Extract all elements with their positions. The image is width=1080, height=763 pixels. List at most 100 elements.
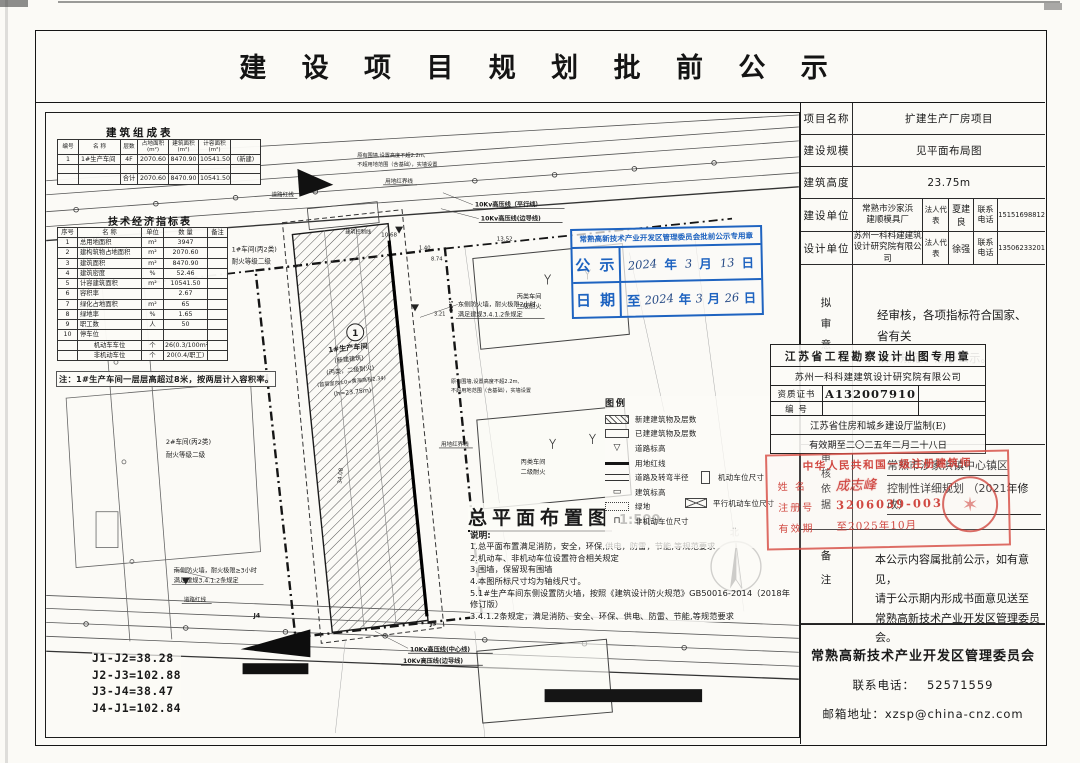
tel-number: 13506233201 — [998, 244, 1046, 252]
svg-text:10Kv高压线(中心线): 10Kv高压线(中心线) — [410, 645, 470, 653]
road-bar-right — [544, 689, 703, 703]
legend-car-parking-icon — [701, 470, 710, 484]
rep-label: 法人代表 — [923, 232, 950, 264]
svg-text:建筑控制线: 建筑控制线 — [345, 228, 371, 236]
legend-parallel-parking-icon — [685, 498, 707, 509]
scan-artifact — [58, 1, 1060, 3]
svg-text:不超用地范围（含基础），实墙设置: 不超用地范围（含基础），实墙设置 — [357, 160, 437, 168]
row-building-height: 建筑高度 23.75m — [801, 167, 1045, 199]
legend-label: 平行机动车位尺寸 — [713, 498, 775, 508]
building-table-title: 建筑组成表 — [106, 127, 174, 139]
elevation-marks — [181, 226, 420, 585]
svg-text:用地红界线: 用地红界线 — [385, 177, 413, 185]
row-designer: 设计单位 苏州一科科建建筑 设计研究院有限公司 法人代表 徐强 联系 电话 13… — [801, 231, 1046, 265]
svg-text:J3: J3 — [429, 620, 437, 627]
svg-text:10Kv高压线(边导线): 10Kv高压线(边导线) — [403, 657, 463, 665]
note-line: 1.总平面布置满足消防，安全，环保,供电，防雷，节能,等规范要求 — [470, 541, 716, 551]
svg-text:8.74: 8.74 — [431, 257, 443, 263]
seal-name: 成志峰 — [835, 477, 877, 495]
rep-name: 夏建良 — [949, 199, 974, 231]
authority-name: 常熟高新技术产业开发区管理委员会 — [810, 649, 1035, 664]
svg-text:不超用地范围（含基础），实墙设置: 不超用地范围（含基础），实墙设置 — [451, 386, 531, 394]
road-arrow-bottom — [240, 629, 311, 658]
tel-label: 联系 电话 — [974, 232, 999, 264]
basis-line: 常熟市沙家浜镇中心镇区 — [887, 457, 1008, 476]
seal-line: 江苏省住房和城乡建设厅监制(E) — [771, 416, 985, 435]
scan-artifact — [5, 0, 8, 763]
seal-line: 江苏省工程勘察设计出图专用章 — [771, 345, 985, 367]
scan-artifact — [1044, 3, 1062, 10]
stamp-label: 公 示 — [572, 247, 622, 282]
east-firewall-line — [387, 240, 429, 617]
title-divider — [35, 102, 1045, 103]
basis-line: 控制性详细规划 （2021年修改） — [887, 480, 1041, 515]
legend-label: 建筑标高 — [635, 487, 666, 497]
boundary-length: J3-J4=38.47 — [92, 684, 174, 699]
builder-name: 常熟市沙家浜 建顺模具厂 — [853, 199, 924, 231]
plan-title: 总平面布置图 — [468, 507, 613, 532]
svg-text:二级耐火: 二级耐火 — [517, 302, 542, 310]
notes-title: 说明: — [470, 531, 491, 541]
designer-name: 苏州一科科建建筑 设计研究院有限公司 — [853, 231, 924, 264]
svg-text:南侧防火墙，耐火极限≥3小时: 南侧防火墙，耐火极限≥3小时 — [174, 567, 257, 575]
field-label: 建设规模 — [801, 135, 853, 166]
rep-label: 法人代表 — [923, 199, 950, 231]
svg-text:耐火等级二级: 耐火等级二级 — [166, 450, 206, 459]
legend-label: 非机动车位尺寸 — [635, 516, 689, 526]
site-plan-drawing: 1 1#生产车间 (新建建筑) (丙类，二级耐火) (首层室内±0=黄海高程2.… — [46, 114, 799, 737]
legend-label: 用地红线 — [635, 458, 666, 468]
row-review-basis: 审 核 依 据 常熟市沙家浜镇中心镇区 控制性详细规划 （2021年修改） — [801, 445, 1045, 530]
svg-text:耐火等级二级: 耐火等级二级 — [232, 257, 272, 266]
legend-bike-parking-icon: ⊓ — [613, 516, 621, 527]
scan-artifact — [0, 0, 28, 7]
road-bar-bottom — [242, 663, 309, 675]
site-plan-area: 1 1#生产车间 (新建建筑) (丙类，二级耐火) (首层室内±0=黄海高程2.… — [45, 112, 800, 738]
field-label: 项目名称 — [801, 103, 853, 134]
legend-road-radius-icon — [605, 474, 629, 482]
leader-lines — [173, 192, 479, 649]
indicator-table-title: 技术经济指标表 — [108, 217, 192, 228]
svg-text:1#生产车间: 1#生产车间 — [328, 341, 368, 354]
svg-text:东侧防火墙，耐火极限2小时: 东侧防火墙，耐火极限2小时 — [458, 300, 536, 308]
boundary-lengths: J1-J2=38.28 J2-J3=102.88 J3-J4=38.47 J4-… — [92, 650, 182, 717]
building-annex-outline — [306, 201, 380, 231]
note-line: 4.本图所标尺寸均为轴线尺寸。 — [470, 575, 586, 586]
svg-text:满足建规3.4.1.2条规定: 满足建规3.4.1.2条规定 — [174, 576, 239, 584]
legend: 图例 新建建筑物及层数 已建建筑物及层数 ▽道路标高 用地红线 道路及转弯半径 … — [605, 396, 793, 548]
building-number-circle — [346, 323, 365, 342]
row-build-scale: 建设规模 见平面布局图 — [801, 135, 1045, 167]
svg-text:13.52: 13.52 — [497, 237, 513, 243]
field-label: 设计单位 — [801, 232, 853, 264]
seal-reg-no: 3206039-003 — [835, 495, 944, 513]
indicator-note: 注：1#生产车间一层层高超过8米，按两层计入容积率。 — [56, 371, 277, 387]
tel-number: 15151698812 — [998, 211, 1046, 219]
seal-line: 苏州一科科建建筑设计研究院有限公司 — [771, 367, 985, 386]
svg-text:J4: J4 — [253, 612, 261, 619]
field-label: 建设单位 — [801, 199, 853, 231]
field-label: 审 核 依 据 — [801, 445, 853, 529]
row-remark: 备 注 本公示内容属批前公示，如有意见， 请于公示期内形成书面意见送至 常熟高新… — [801, 530, 1045, 644]
cert-number: A132007910 — [823, 386, 919, 401]
page-title: 建 设 项 目 规 划 批 前 公 示 — [239, 53, 841, 84]
svg-text:满足建规3.4.1.2条规定: 满足建规3.4.1.2条规定 — [458, 310, 523, 318]
panel-footer: 常熟高新技术产业开发区管理委员会 联系电话：52571559 邮箱地址：xzsp… — [801, 624, 1045, 743]
boundary-length: J4-J1=102.84 — [92, 701, 182, 716]
legend-red-line-icon — [605, 461, 629, 465]
rep-name: 徐强 — [949, 232, 974, 264]
svg-text:3.21: 3.21 — [434, 311, 446, 317]
boundary-length: J1-J2=38.28 — [92, 651, 174, 665]
svg-text:丙类车间: 丙类车间 — [521, 458, 546, 466]
building-grid-lines — [324, 227, 397, 629]
legend-label: 机动车位尺寸 — [718, 472, 765, 482]
table-header-row: 编号名 称 层数占地面积 (m²) 建筑面积 (m²)计容面积 (m²) — [57, 138, 261, 156]
design-seal-box: 江苏省工程勘察设计出图专用章 苏州一科科建建筑设计研究院有限公司 资质证书 A1… — [770, 344, 986, 454]
